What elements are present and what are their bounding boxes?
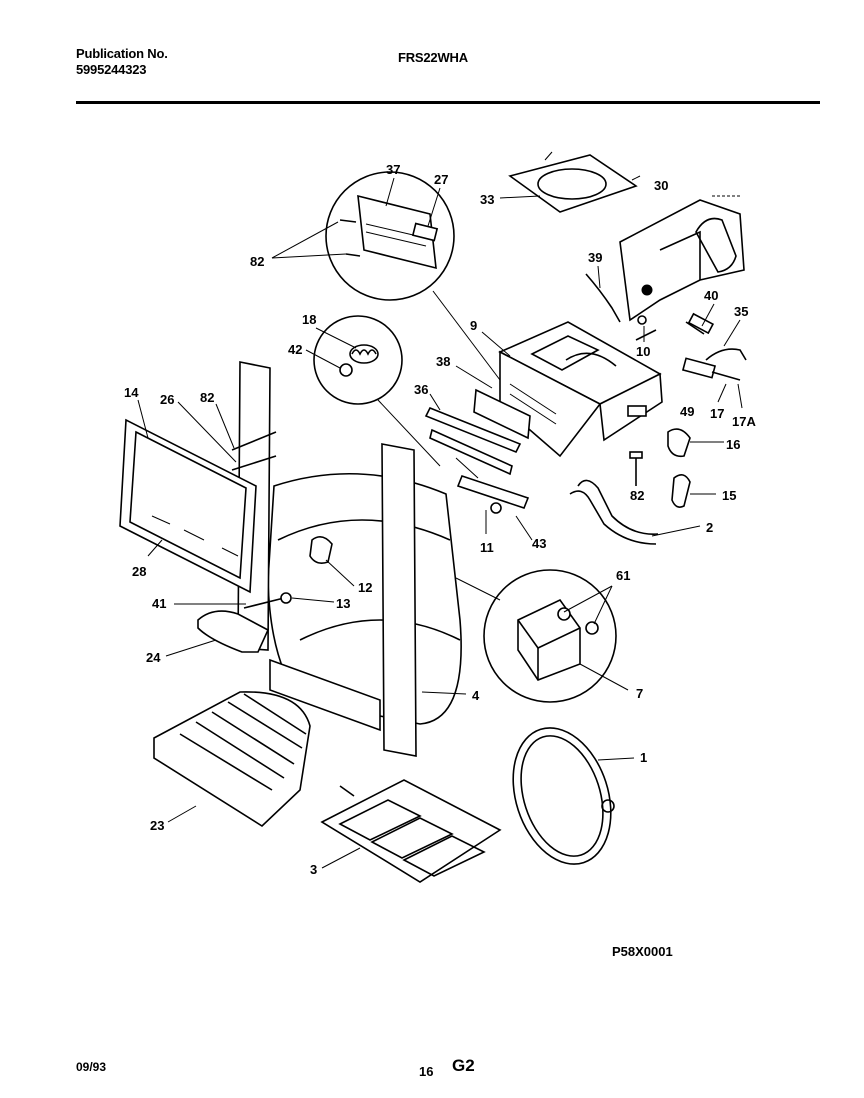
callout: 17 [710,406,724,421]
callout: 10 [636,344,650,359]
callout: 41 [152,596,166,611]
actuator-paddle [197,592,292,653]
callout: 7 [636,686,643,701]
dispenser-frame [119,418,277,594]
duct-housing [585,195,745,323]
callout: 3 [310,862,317,877]
callout: 27 [434,172,448,187]
leader-lines [137,177,743,869]
publication-label: Publication No. [76,46,168,61]
callout: 35 [734,304,748,319]
callout: 18 [302,312,316,327]
callout: 1 [640,750,647,765]
callout: 37 [386,162,400,177]
publication-number: 5995244323 [76,62,147,77]
callout: 15 [722,488,736,503]
footer-date: 09/93 [76,1060,107,1074]
detail-circle-switch [483,569,617,703]
callout: 82 [250,254,264,269]
callout: 61 [616,568,630,583]
callout: 28 [132,564,146,579]
section-code: G2 [452,1056,475,1075]
callout: 43 [532,536,546,551]
gasket-ring [512,727,615,865]
solenoid-parts [569,428,691,545]
heater-assembly [635,312,747,381]
callout: 11 [480,540,494,555]
callout: 40 [704,288,718,303]
callout: 16 [726,437,740,452]
drip-tray-grille [153,691,311,828]
ice-bucket [237,361,462,757]
callout: 12 [358,580,372,595]
callout: 30 [654,178,668,193]
callout: 13 [336,596,350,611]
heater-pad [320,779,502,883]
callout: 23 [150,818,164,833]
callout: 38 [436,354,450,369]
callout: 26 [160,392,174,407]
callout: 36 [414,382,428,397]
page-number: 16 [419,1064,434,1079]
dispenser-housing [498,321,663,458]
header-rule [76,101,820,104]
callout: 4 [472,688,480,703]
callout: 14 [124,385,139,400]
callout: 17A [732,414,756,429]
mounting-bracket [424,388,531,514]
callout: 9 [470,318,477,333]
figure-code: P58X0001 [612,944,673,959]
callout: 2 [706,520,713,535]
callout-labels: 37 27 33 30 82 39 40 35 9 18 42 38 10 36… [124,162,756,877]
callout: 82 [630,488,644,503]
callout: 82 [200,390,214,405]
callout: 39 [588,250,602,265]
cover-plate [508,151,641,213]
detail-circle-bracket [325,171,501,381]
callout: 42 [288,342,302,357]
callout: 49 [680,404,694,419]
detail-circle-spring [313,315,441,467]
callout: 33 [480,192,494,207]
model-number: FRS22WHA [398,50,468,65]
callout: 24 [146,650,161,665]
